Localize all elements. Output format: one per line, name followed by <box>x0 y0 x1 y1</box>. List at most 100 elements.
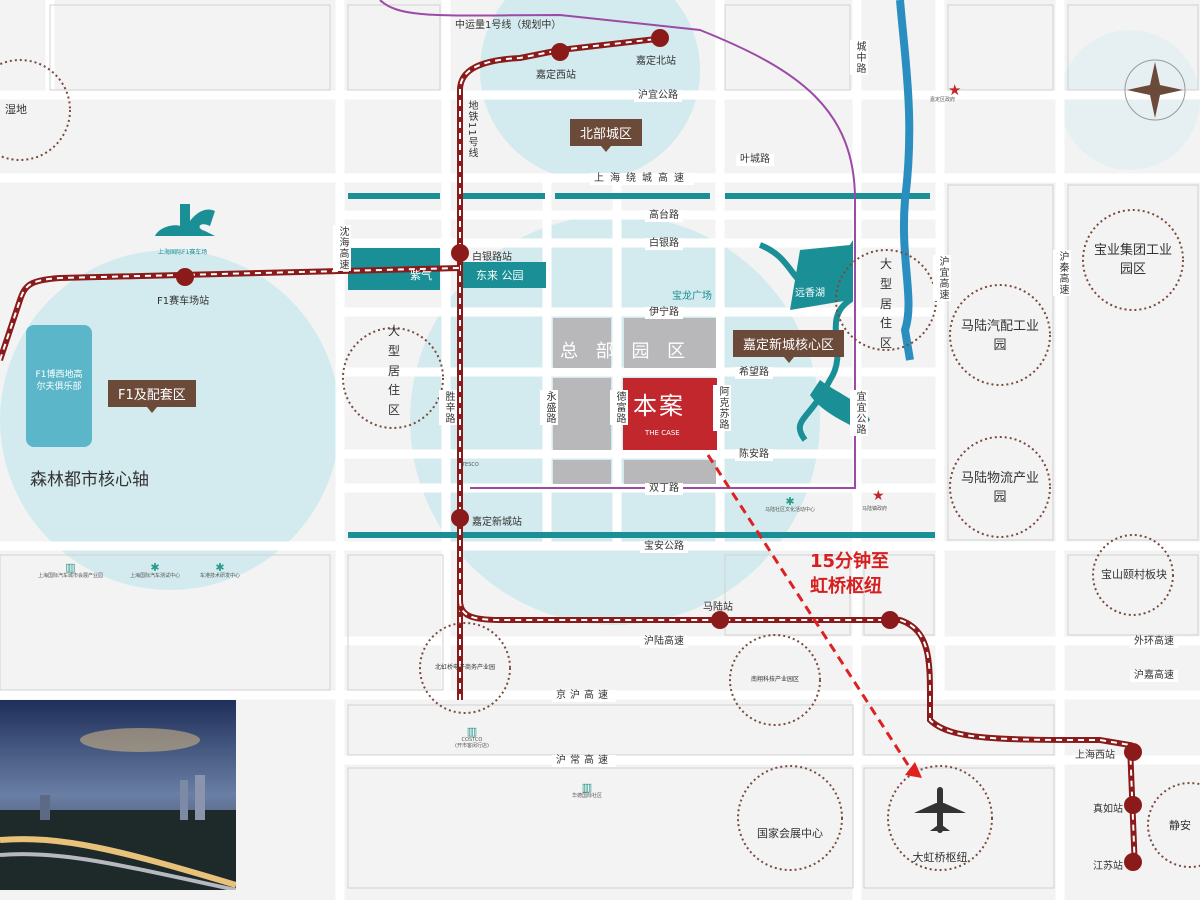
culture-poi: ✱马陆社区文化活动中心 <box>765 495 816 514</box>
north-hq-label: 北虹桥电子商务产业园 <box>434 664 495 671</box>
tech-label: 车港技术研发中心 <box>200 573 241 580</box>
costco-poi: ▥COSTCO(开市客闵行店) <box>455 725 489 749</box>
road-huchang: 沪常高速 <box>552 755 616 767</box>
road-shuangding: 双丁路 <box>645 483 683 495</box>
hongqiao-label: 大虹桥枢纽 <box>912 851 968 864</box>
jingan-label: 静安 <box>1169 819 1191 832</box>
costco-label: COSTCO <box>461 737 483 744</box>
yuanxiang-label: 远香湖 <box>795 288 825 299</box>
skyline-photo <box>0 700 236 890</box>
snowflake-icon: ✱ <box>215 561 225 574</box>
block-outlines <box>0 4 1199 889</box>
road-chenan: 陈安路 <box>735 449 773 461</box>
f1-lake-label: F1博西地高尔夫俱乐部 <box>35 370 83 392</box>
project-sub: THE CASE <box>645 429 680 437</box>
callout-line2: 虹桥枢纽 <box>810 576 882 597</box>
project-box <box>623 378 717 450</box>
station-shanghaixi: 上海西站 <box>1075 750 1115 761</box>
res-w-2: 居 <box>388 363 401 378</box>
station-jiangsu: 江苏站 <box>1093 861 1123 872</box>
gov-poi: 嘉定区政府 <box>930 97 956 104</box>
residential-east: 大 型 居 住 区 <box>880 255 892 354</box>
station-f1: F1赛车场站 <box>157 296 210 307</box>
road-yecheng: 叶城路 <box>736 154 774 166</box>
building-icon: ▥ <box>581 781 593 794</box>
auto-test-poi: ✱上海国际汽车测试中心 <box>130 561 180 580</box>
road-gaotai: 高台路 <box>645 210 683 222</box>
blue-river <box>896 0 914 361</box>
huade-label: 华德国际社区 <box>572 793 603 800</box>
station-baiyin: 白银路站 <box>472 252 512 263</box>
zone-core: 嘉定新城核心区 <box>733 330 845 363</box>
tesco-poi: TESCO <box>462 462 479 469</box>
f1-race-label: 上海国际F1赛车场 <box>158 249 208 256</box>
station-jiadingbei: 嘉定北站 <box>636 56 676 67</box>
station-markers <box>176 29 1142 871</box>
station-jiadingxi: 嘉定西站 <box>536 70 576 81</box>
road-yiyi: 宜宜公路 <box>850 390 868 436</box>
res-e-0: 大 <box>880 257 893 271</box>
line11-label: 地铁11号线 <box>466 100 477 159</box>
airplane-icon <box>914 787 966 833</box>
road-baiyin: 白银路 <box>645 238 683 250</box>
residential-west: 大 型 居 住 区 <box>388 322 400 421</box>
res-w-3: 住 <box>388 383 401 398</box>
road-akesu: 阿克苏路 <box>713 385 731 431</box>
teal-river <box>348 193 935 538</box>
zone-f1: F1及配套区 <box>108 380 196 413</box>
project-name: 本案 <box>633 392 685 420</box>
road-baoan: 宝安公路 <box>640 541 688 553</box>
station-zhenru: 真如站 <box>1093 804 1123 815</box>
station-jiadingxincheng: 嘉定新城站 <box>472 517 522 528</box>
hq-blocks <box>553 318 716 484</box>
road-defu: 德富路 <box>610 390 628 425</box>
road-jinghu: 京沪高速 <box>552 690 616 702</box>
building-icon: ▥ <box>466 725 478 738</box>
road-yongsheng: 永盛路 <box>540 390 558 425</box>
north-area-circle <box>480 0 700 180</box>
hq-park-label: 总 部 园 区 <box>560 341 692 362</box>
res-w-1: 型 <box>388 343 401 358</box>
road-xiwang: 希望路 <box>735 367 773 379</box>
res-w-4: 区 <box>388 403 401 418</box>
forest-axis-label: 森林都市核心轴 <box>30 470 149 490</box>
road-shengxin: 胜辛路 <box>439 390 457 425</box>
gov-star-icon: ★ <box>948 81 961 99</box>
res-w-0: 大 <box>388 324 401 338</box>
tech-poi: ✱车港技术研发中心 <box>200 561 241 580</box>
res-e-1: 型 <box>880 276 893 291</box>
auto-city-poi: ▥上海国际汽车城市会展产业园 <box>38 561 103 580</box>
res-e-2: 居 <box>880 296 893 311</box>
northeast-area-circle <box>1060 30 1200 170</box>
zone-beibu: 北部城区 <box>570 119 643 152</box>
culture-label: 马陆社区文化活动中心 <box>765 507 816 514</box>
res-e-3: 住 <box>880 316 893 331</box>
road-huyi: 沪宜公路 <box>634 90 682 102</box>
baolong-label: 宝龙广场 <box>672 291 712 302</box>
malu-gov-label: 马陆镇政府 <box>862 506 888 512</box>
road-huyi-gs: 沪宜高速 <box>933 255 951 301</box>
expo-label: 国家会展中心 <box>757 827 823 840</box>
park-b <box>458 262 546 288</box>
malu-gov-star-icon: ★ <box>872 488 885 504</box>
snowflake-icon: ✱ <box>785 495 795 508</box>
road-hulu: 沪陆高速 <box>640 636 688 648</box>
malu-gov-poi: 马陆镇政府 <box>862 506 888 513</box>
arrow-head <box>905 762 922 778</box>
gov-label: 嘉定区政府 <box>930 97 956 103</box>
road-shenhai: 沈海高速 <box>333 225 351 271</box>
road-huqin: 沪秦高速 <box>1053 250 1071 296</box>
building-icon: ▥ <box>65 561 76 574</box>
zhongyunliang-line <box>379 0 856 489</box>
nanxiang-label: 南翔科技产业园区 <box>750 676 799 683</box>
huade-poi: ▥华德国际社区 <box>572 781 603 800</box>
malu-logistics-label: 马陆物流产业园 <box>960 471 1039 505</box>
metro-line-11 <box>0 35 1138 871</box>
baoye-label: 宝业集团工业园区 <box>1093 243 1172 277</box>
malu-auto-label: 马陆汽配工业园 <box>960 319 1039 353</box>
snowflake-icon: ✱ <box>150 561 160 574</box>
wetland-label: 湿地 <box>5 103 27 116</box>
baoshan-label: 宝山颐村板块 <box>1101 568 1167 581</box>
